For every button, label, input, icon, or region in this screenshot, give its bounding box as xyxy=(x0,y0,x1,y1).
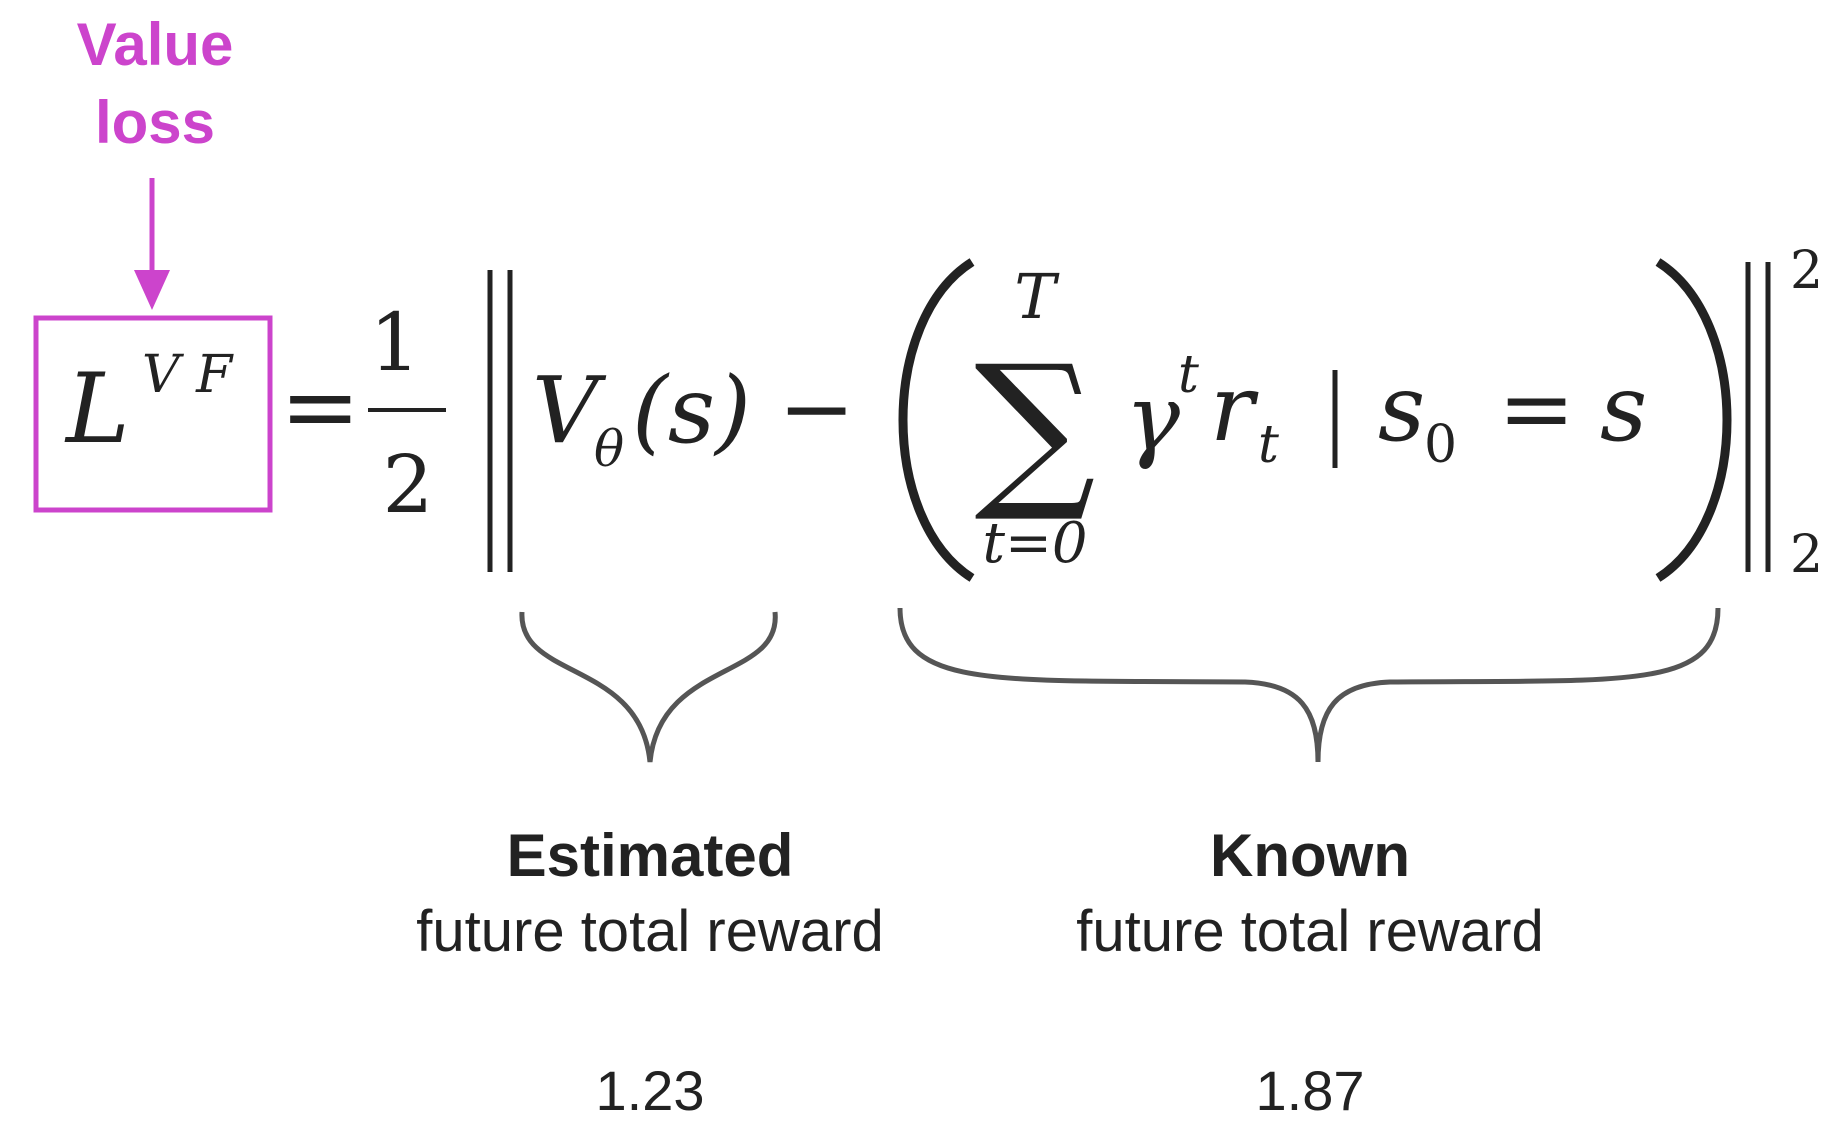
v-subscript: θ xyxy=(594,420,624,478)
gamma-superscript: t xyxy=(1178,345,1199,405)
lhs-superscript: V F xyxy=(142,345,234,405)
sum-upper-limit: T xyxy=(1014,260,1060,333)
value-loss-line1: Value xyxy=(76,11,234,78)
minus-sign: − xyxy=(778,355,855,462)
estimated-sub-label: future total reward xyxy=(416,899,884,964)
estimated-caption: Estimated future total reward xyxy=(340,818,960,970)
r-base: r xyxy=(1210,355,1259,462)
v-argument: (s) xyxy=(632,357,751,464)
known-brace xyxy=(897,607,1721,763)
r-subscript: t xyxy=(1258,415,1279,475)
big-left-paren xyxy=(898,258,975,582)
norm-subscript: 2 xyxy=(1790,525,1823,585)
estimated-bold-label: Estimated xyxy=(506,822,794,889)
sum-symbol: ∑ xyxy=(974,329,1095,527)
known-value: 1.87 xyxy=(1255,1059,1365,1122)
fraction-numerator: 1 xyxy=(370,296,421,389)
value-loss-label: Value loss xyxy=(40,6,270,162)
sum-lower-limit: t=0 xyxy=(982,511,1087,576)
fraction-denominator: 2 xyxy=(383,438,434,531)
known-bold-label: Known xyxy=(1210,822,1410,889)
gamma: γ xyxy=(1125,365,1181,472)
lhs-base: L xyxy=(64,353,130,465)
arrow-head xyxy=(134,270,170,310)
norm-superscript: 2 xyxy=(1790,241,1823,301)
lhs-highlight-box xyxy=(33,315,273,513)
s-final: s xyxy=(1600,355,1647,462)
estimated-value: 1.23 xyxy=(595,1059,705,1122)
known-caption: Known future total reward xyxy=(1010,818,1610,970)
estimated-brace xyxy=(519,611,778,763)
big-right-paren xyxy=(1655,258,1732,582)
s0-base: s xyxy=(1378,355,1425,462)
v-base: V xyxy=(532,357,607,464)
known-sub-label: future total reward xyxy=(1076,899,1544,964)
value-loss-line2: loss xyxy=(94,89,216,156)
s0-subscript: 0 xyxy=(1424,415,1457,475)
equals-sign: = xyxy=(280,351,360,463)
equals-sign-2: = xyxy=(1498,355,1575,462)
